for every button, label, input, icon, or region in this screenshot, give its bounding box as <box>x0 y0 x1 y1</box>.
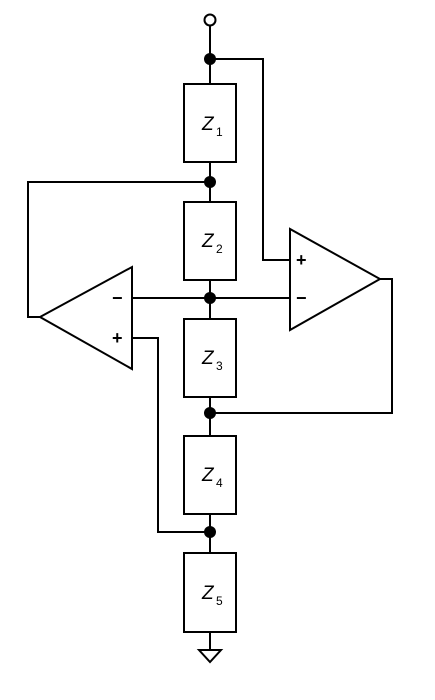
input-terminal-icon <box>203 13 217 27</box>
z1-letter: Z <box>201 114 215 135</box>
opamp-right-minus: − <box>296 288 307 308</box>
wire-input-to-right-plus <box>209 58 291 261</box>
junction-z3-z4-node <box>204 407 216 419</box>
impedance-z1: Z 1 <box>183 83 237 163</box>
opamp-left: − + <box>37 265 133 371</box>
impedance-z3: Z 3 <box>183 318 237 398</box>
opamp-left-minus: − <box>112 288 123 308</box>
z3-index: 3 <box>216 359 223 373</box>
ground-icon <box>196 649 224 664</box>
opamp-left-triangle-icon <box>37 265 133 371</box>
opamp-right: + − <box>289 227 383 332</box>
wire-left-output-to-z1z2-node <box>27 181 211 318</box>
junction-z1-z2-node <box>204 176 216 188</box>
junction-z4-z5-node <box>204 526 216 538</box>
junction-z2-z3-node <box>204 292 216 304</box>
opamp-left-plus: + <box>112 328 123 348</box>
z3-letter: Z <box>201 348 215 369</box>
z5-letter: Z <box>201 583 215 604</box>
impedance-z4: Z 4 <box>183 435 237 515</box>
opamp-right-triangle-icon <box>289 227 383 332</box>
z4-index: 4 <box>216 476 223 490</box>
junction-input-node <box>204 53 216 65</box>
z2-letter: Z <box>201 231 215 252</box>
opamp-right-plus: + <box>296 250 307 270</box>
z2-index: 2 <box>216 242 223 256</box>
z4-letter: Z <box>201 465 215 486</box>
impedance-z5: Z 5 <box>183 552 237 633</box>
z5-index: 5 <box>216 594 223 608</box>
wire-right-output-to-z3z4-node <box>209 278 393 414</box>
z1-index: 1 <box>216 125 223 139</box>
impedance-z2: Z 2 <box>183 201 237 281</box>
wire-left-plus-to-z4z5-node <box>131 337 211 533</box>
